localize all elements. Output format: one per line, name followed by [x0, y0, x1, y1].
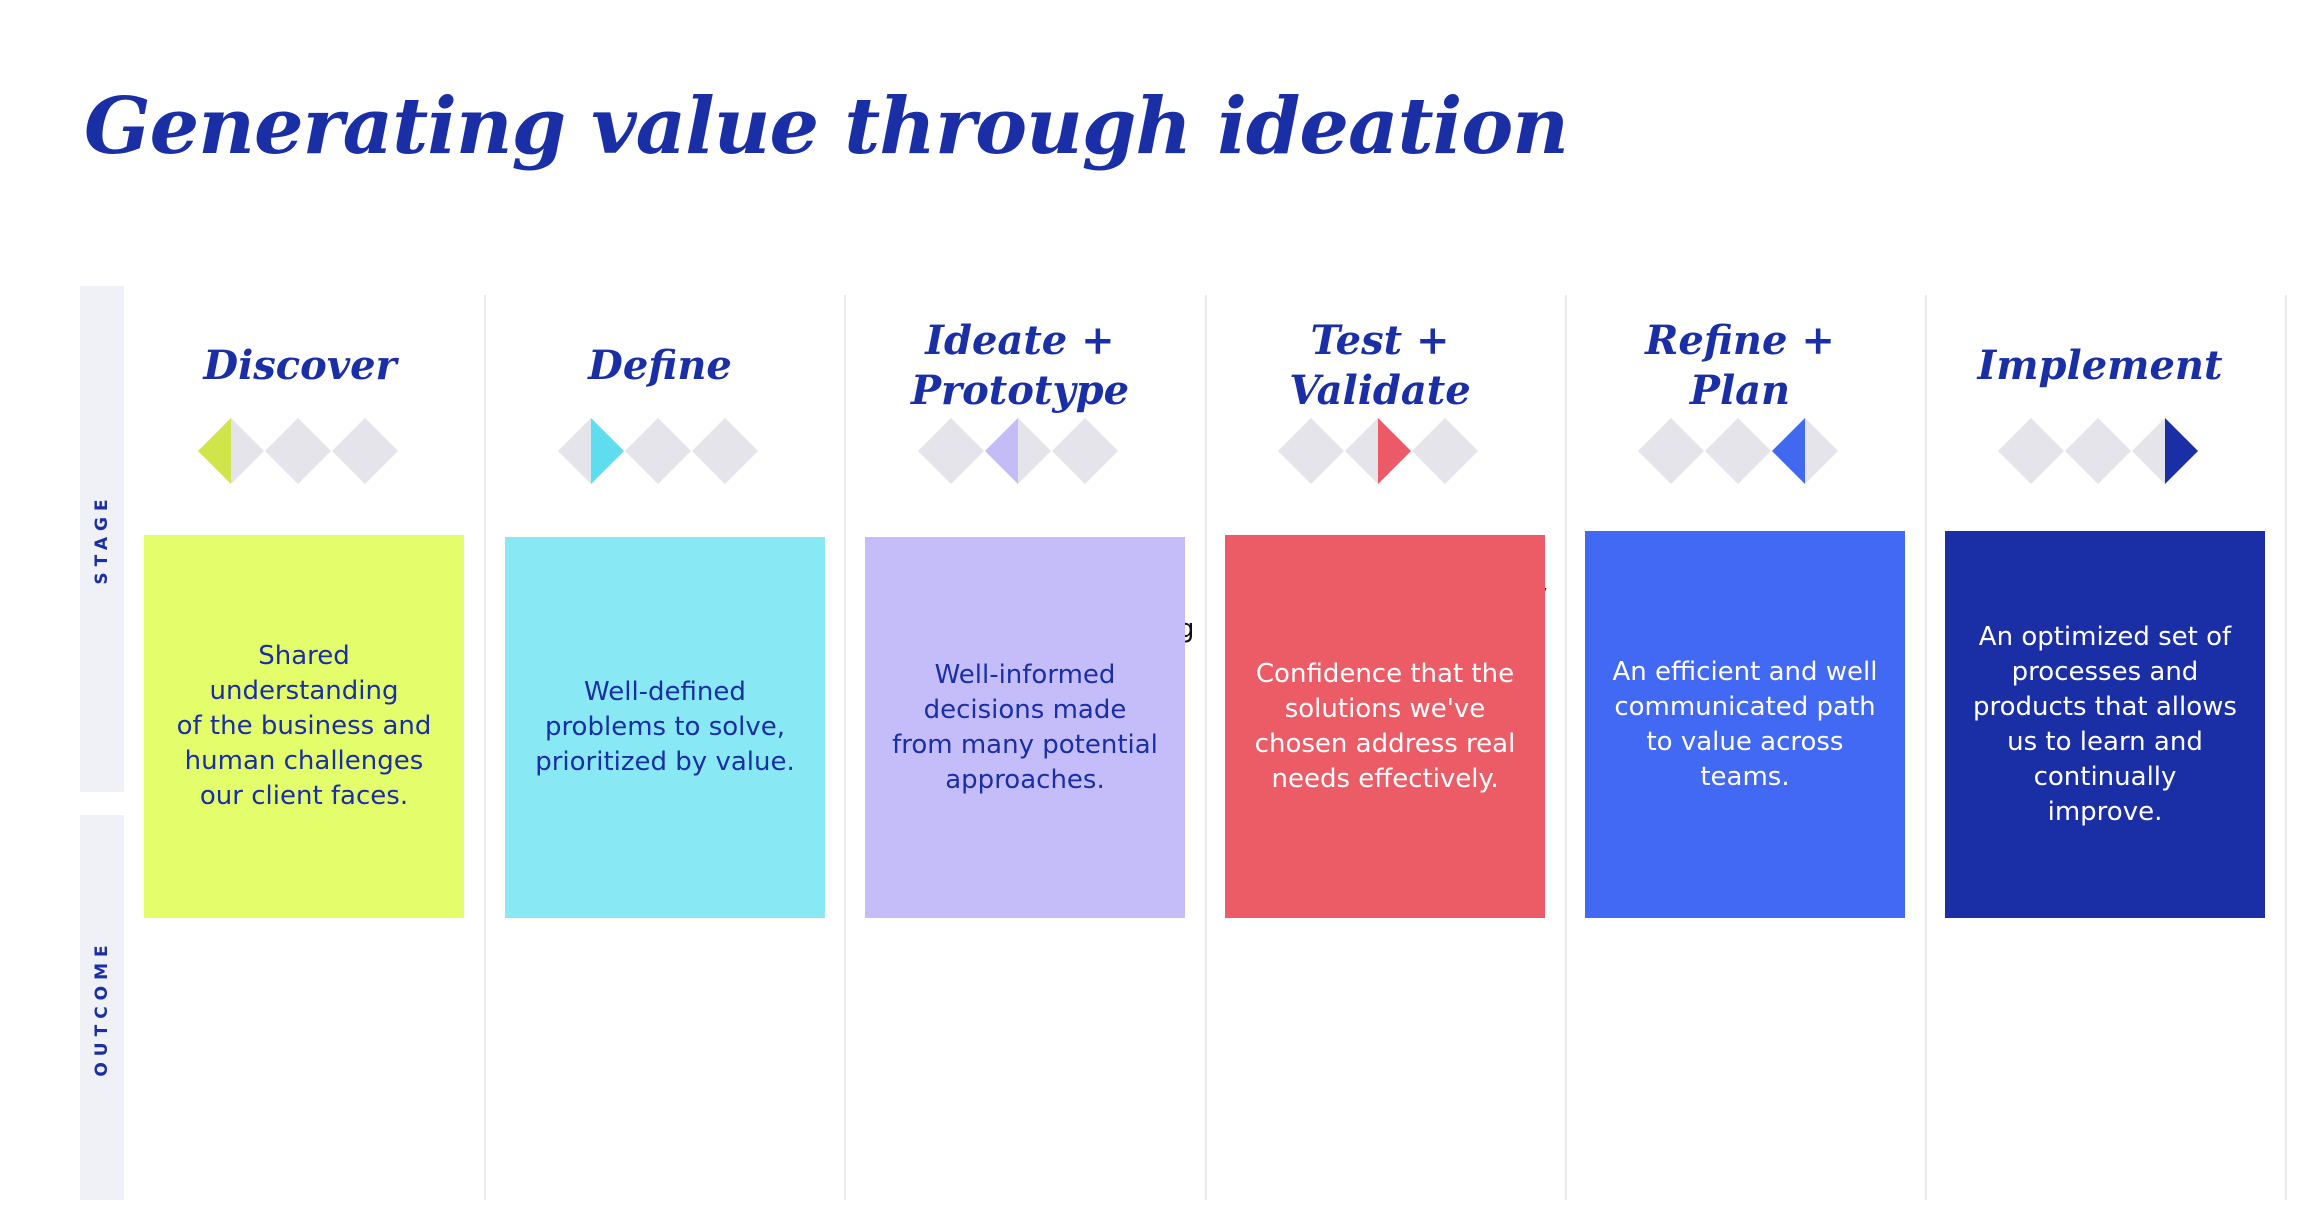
outcome-box: Confidence that the solutions we've chos…: [1225, 535, 1545, 918]
outcome-row-label: OUTCOME: [92, 938, 112, 1077]
column-divider: [844, 295, 846, 1200]
stage-column-1: DiscoverUnderstanding desired business o…: [120, 286, 480, 1200]
stage-name: Test + Validate: [1289, 317, 1471, 414]
progress-indicator: [1278, 418, 1478, 484]
progress-diamond-active-half: [1772, 418, 1805, 484]
column-divider: [484, 295, 486, 1200]
progress-diamond: [692, 418, 758, 484]
stage-column-6: ImplementLaunching the service improveme…: [1920, 286, 2280, 1200]
progress-diamond: [625, 418, 691, 484]
stage-row-label: STAGE: [92, 493, 112, 585]
progress-diamond-active-half: [2165, 418, 2198, 484]
outcome-box: An efficient and well communicated path …: [1585, 531, 1905, 918]
column-divider: [2285, 295, 2287, 1200]
progress-indicator: [558, 418, 758, 484]
stage-name: Implement: [1977, 342, 2223, 389]
stage-name: Define: [588, 342, 732, 389]
outcome-row-band: OUTCOME: [80, 815, 124, 1200]
progress-diamond: [1638, 418, 1704, 484]
progress-diamond: [265, 418, 331, 484]
outcome-box: An optimized set of processes and produc…: [1945, 531, 2265, 918]
progress-indicator: [198, 418, 398, 484]
progress-diamond: [1278, 418, 1344, 484]
progress-diamond: [1705, 418, 1771, 484]
stage-name: Refine + Plan: [1645, 317, 1835, 414]
outcome-box: Well-informed decisions made from many p…: [865, 537, 1185, 918]
column-divider: [1925, 295, 1927, 1200]
progress-indicator: [918, 418, 1118, 484]
column-divider: [1565, 295, 1567, 1200]
stage-row-band: STAGE: [80, 286, 124, 792]
stage-column-5: Refine + PlanDocumenting and orchestrati…: [1560, 286, 1920, 1200]
progress-indicator: [1998, 418, 2198, 484]
progress-diamond-active-half: [198, 418, 231, 484]
progress-diamond-active-half: [985, 418, 1018, 484]
progress-diamond-active-half: [591, 418, 624, 484]
outcome-box: Well-defined problems to solve, prioriti…: [505, 537, 825, 918]
stage-column-4: Test + ValidateTesting prototypes to val…: [1200, 286, 1560, 1200]
progress-diamond-active-half: [1378, 418, 1411, 484]
progress-diamond: [1998, 418, 2064, 484]
progress-diamond: [918, 418, 984, 484]
progress-diamond: [332, 418, 398, 484]
stage-column-2: DefineIdentifying opportunities for impr…: [480, 286, 840, 1200]
column-divider: [1205, 295, 1207, 1200]
progress-diamond: [1052, 418, 1118, 484]
stage-name: Discover: [203, 342, 397, 389]
progress-diamond: [1412, 418, 1478, 484]
outcome-box: Shared understanding of the business and…: [144, 535, 464, 918]
stage-name: Ideate + Prototype: [910, 317, 1130, 414]
stage-column-3: Ideate + PrototypeFinding solutions that…: [840, 286, 1200, 1200]
page-title: Generating value through ideation: [84, 81, 1569, 172]
progress-indicator: [1638, 418, 1838, 484]
progress-diamond: [2065, 418, 2131, 484]
